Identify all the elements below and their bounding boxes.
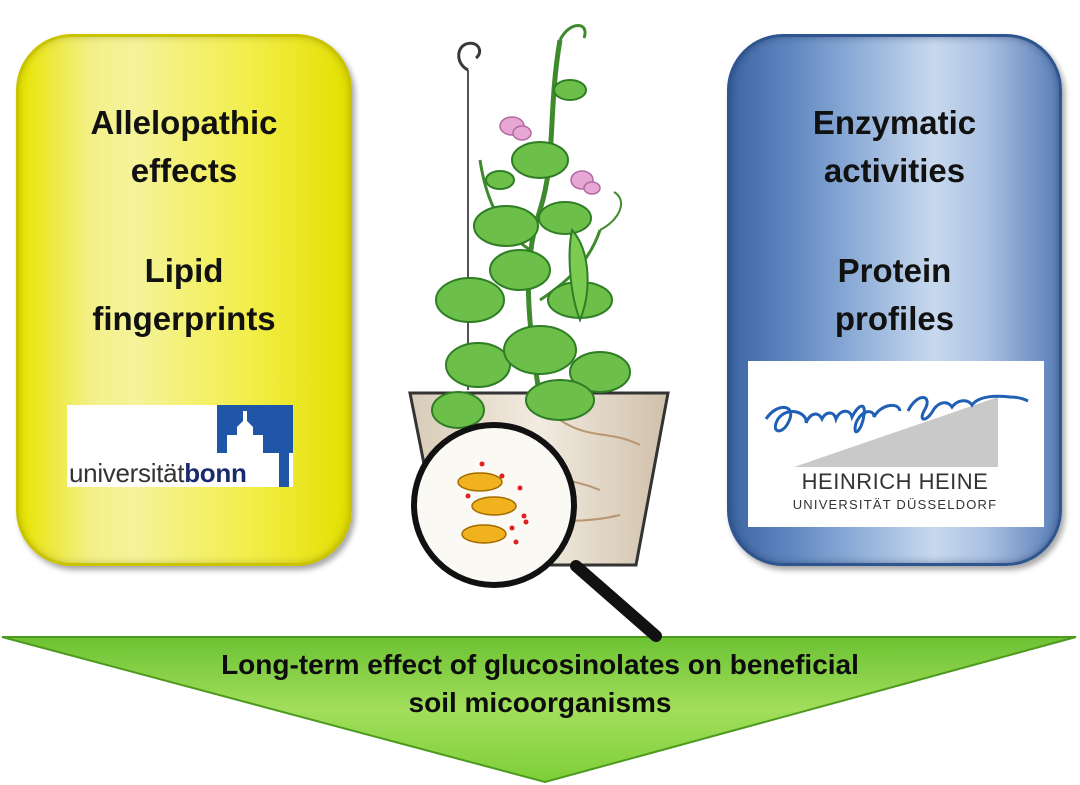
plant-leaves — [431, 79, 631, 429]
pea-pod — [568, 227, 589, 323]
left-panel: Allelopathic effects Lipid fingerprints … — [16, 34, 352, 566]
hhu-logo-graphic — [764, 394, 1029, 467]
hhu-logo-gray-wedge — [794, 397, 998, 467]
bonn-logo-text: universitätbonn — [69, 458, 247, 489]
plant-tendril — [558, 24, 587, 41]
hhu-signature-left — [764, 403, 902, 434]
bonn-logo-building-icon — [227, 419, 263, 453]
pea-flowers — [499, 116, 601, 195]
support-hook-icon — [457, 41, 482, 72]
university-bonn-logo: universitätbonn — [67, 405, 293, 489]
protein-profiles-label: Protein profiles — [834, 252, 955, 337]
bonn-logo-text-bold: bonn — [184, 458, 247, 488]
banner-text: Long-term effect of glucosinolates on be… — [221, 649, 859, 718]
hhu-signature-right — [906, 394, 1029, 421]
soil-microorganisms-cells — [457, 472, 517, 544]
right-panel: Enzymatic activities Protein profiles HE… — [727, 34, 1062, 566]
bonn-logo-graphic — [217, 405, 293, 487]
allelopathic-effects-label: Allelopathic effects — [90, 104, 278, 189]
hhu-logo-sub: UNIVERSITÄT DÜSSELDORF — [792, 497, 998, 512]
glucosinolate-dots — [465, 461, 529, 545]
green-banner-arrow — [1, 636, 1077, 784]
bonn-logo-text-regular: universität — [69, 458, 185, 488]
hhu-logo-name: HEINRICH HEINE — [801, 469, 989, 494]
magnifier-handle — [570, 560, 662, 642]
heinrich-heine-logo: HEINRICH HEINE UNIVERSITÄT DÜSSELDORF — [748, 361, 1044, 527]
lipid-fingerprints-label: Lipid fingerprints — [92, 252, 276, 337]
enzymatic-activities-label: Enzymatic activities — [812, 104, 977, 189]
